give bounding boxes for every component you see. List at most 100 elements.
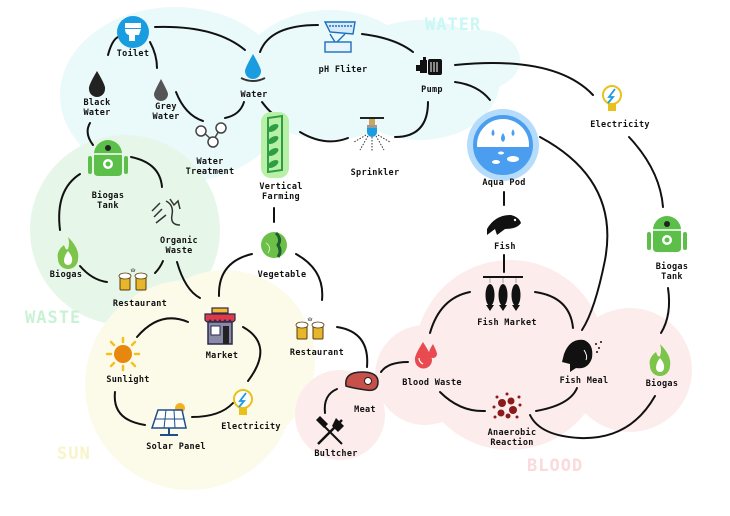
node-label: Vertical Farming — [259, 182, 303, 202]
node-restaurant-mid: Restaurant — [290, 348, 344, 358]
node-label: Restaurant — [289, 348, 345, 358]
node-anaerobic-reaction: Anaerobic Reaction — [488, 428, 537, 448]
edge-sprinkler-pump — [394, 101, 429, 138]
beer-mugs-icon — [295, 317, 325, 340]
light-bulb-icon — [233, 389, 253, 415]
node-water-treatment: Water Treatment — [186, 157, 235, 177]
node-blood-waste: Blood Waste — [402, 378, 462, 388]
zone-waste — [30, 135, 220, 325]
node-meat: Meat — [354, 405, 376, 415]
node-electricity-bottom: Electricity — [221, 422, 281, 432]
node-label: Vegetable — [257, 270, 307, 280]
node-label: Electricity — [221, 422, 281, 432]
aqua-pod-icon — [467, 109, 539, 181]
edge-restaurant-organic — [154, 260, 164, 274]
node-label: Solar Panel — [146, 442, 206, 452]
bacteria-icon — [492, 392, 522, 419]
node-label: Fish — [494, 242, 516, 252]
node-label: Fish Meal — [559, 376, 609, 386]
edge-farming-sprinkler — [299, 131, 349, 143]
edge-biogas-anaerobic — [529, 395, 656, 440]
node-market: Market — [206, 351, 239, 361]
edge-market-sunlight — [136, 317, 189, 338]
node-label: Biogas Tank — [91, 191, 125, 211]
plant-icon — [261, 112, 289, 178]
edge-biogastank-biogas — [660, 287, 671, 334]
node-label: Electricity — [590, 120, 650, 130]
filter-icon — [323, 21, 356, 53]
node-ph-filter: pH Fliter — [319, 65, 368, 75]
molecule-icon — [195, 122, 227, 148]
node-label: Fish Market — [477, 318, 537, 328]
node-grey-water: Grey Water — [152, 102, 179, 122]
vegetable-icon — [261, 231, 287, 258]
node-water: Water — [240, 90, 267, 100]
zone-label-waste: WASTE — [25, 308, 82, 328]
node-sunlight: Sunlight — [106, 375, 149, 385]
edge-solar-electricity — [191, 402, 234, 418]
edge-meat-restaurant — [336, 326, 369, 368]
edge-fishmeal-anaerobic — [535, 387, 578, 412]
node-label: Toilet — [116, 49, 150, 59]
node-electricity-top: Electricity — [590, 120, 650, 130]
node-label: Water Treatment — [185, 157, 235, 177]
node-vertical-farming: Vertical Farming — [259, 182, 302, 202]
edge-fishmarket-fishmeal — [534, 291, 574, 329]
node-fish: Fish — [494, 242, 516, 252]
edge-meat-butcher — [323, 388, 338, 414]
node-label: Biogas — [645, 379, 679, 389]
node-label: Bultcher — [314, 449, 358, 459]
node-restaurant-left: Restaurant — [113, 299, 167, 309]
edge-treatment-water — [224, 101, 245, 119]
light-bulb-icon — [602, 85, 622, 111]
edge-electricity-biogastank — [628, 136, 664, 208]
node-label: Sunlight — [106, 375, 150, 385]
node-fish-market: Fish Market — [477, 318, 537, 328]
node-butcher: Bultcher — [314, 449, 357, 459]
edge-bloodwaste-meat — [380, 361, 409, 373]
edge-pump-electricity — [454, 62, 594, 96]
node-label: Organic Waste — [160, 236, 198, 256]
node-label: Market — [205, 351, 239, 361]
node-pump: Pump — [421, 85, 443, 95]
edge-blackwater-biogas — [86, 122, 94, 146]
node-aqua-pod: Aqua Pod — [482, 178, 525, 188]
node-label: Black Water — [83, 98, 111, 118]
toilet-icon — [117, 16, 149, 48]
zone-label-water: WATER — [425, 15, 482, 35]
edge-water-phfilter — [259, 24, 319, 53]
edge-toilet-greywater — [149, 41, 158, 69]
water-drop-icon — [154, 79, 168, 101]
node-label: Sprinkler — [350, 168, 400, 178]
edge-market-electricity — [242, 326, 262, 382]
node-label: Meat — [354, 405, 376, 415]
organic-waste-icon — [151, 198, 181, 226]
edge-toilet-water — [154, 25, 246, 51]
node-biogas-tank-right: Biogas Tank — [656, 262, 689, 282]
node-label: Anaerobic Reaction — [487, 428, 537, 448]
flame-icon — [57, 237, 79, 269]
fish-meal-icon — [562, 339, 602, 372]
water-drop-icon — [88, 71, 106, 97]
node-sprinkler: Sprinkler — [351, 168, 400, 178]
node-black-water: Black Water — [83, 98, 110, 118]
node-biogas-tank-left: Biogas Tank — [92, 191, 125, 211]
flame-icon — [649, 344, 671, 376]
node-toilet: Toilet — [117, 49, 150, 59]
water-drop-icon — [240, 54, 266, 82]
edge-vegetable-market — [217, 253, 253, 297]
node-label: pH Fliter — [318, 65, 368, 75]
edge-sunlight-solar — [113, 391, 146, 426]
zone-label-sun: SUN — [57, 444, 91, 464]
node-label: Restaurant — [112, 299, 168, 309]
fish-icon — [487, 215, 521, 235]
node-label: Aqua Pod — [482, 178, 526, 188]
blood-drop-icon — [414, 342, 437, 369]
biogas-tank-icon — [647, 216, 687, 252]
edge-phfilter-pump — [361, 33, 414, 53]
sun-icon — [105, 336, 141, 372]
node-organic-waste: Organic Waste — [160, 236, 198, 256]
zone-label-blood: BLOOD — [527, 456, 584, 476]
meat-icon — [345, 371, 379, 392]
node-label: Water — [240, 90, 268, 100]
